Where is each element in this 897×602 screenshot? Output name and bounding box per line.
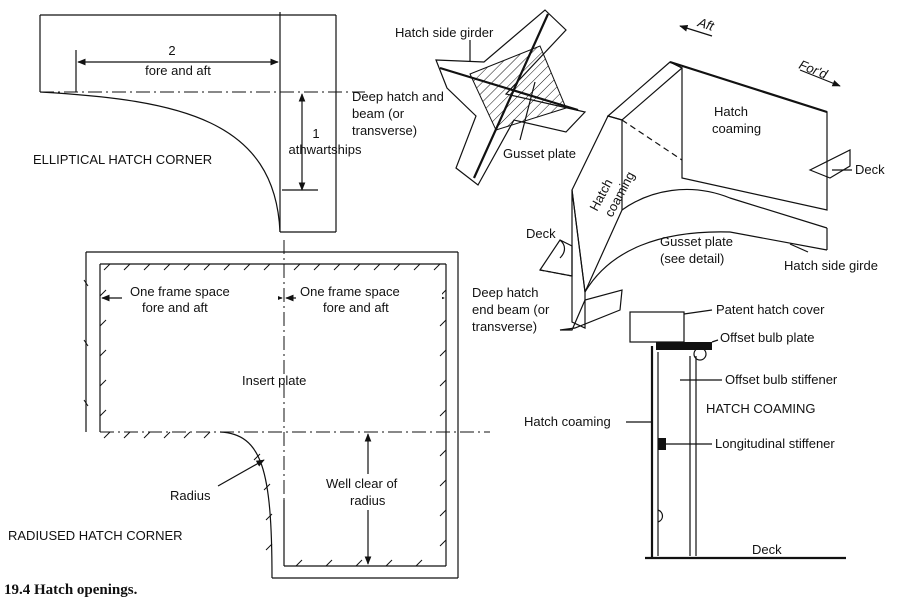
clear-line1: Well clear of: [326, 476, 398, 491]
gusset-label: Gusset plate: [503, 146, 576, 161]
radiused-title: RADIUSED HATCH CORNER: [8, 528, 183, 543]
dim-athwart-num: 1: [312, 126, 319, 141]
elliptical-plate-outline: [39, 12, 365, 233]
insert-plate-label: Insert plate: [242, 373, 306, 388]
beam-label-line2: beam (or: [352, 106, 405, 121]
gusset-plate-hatched: [469, 45, 567, 131]
well-clear-dimension: Well clear of radius: [322, 433, 414, 565]
radius-label: Radius: [170, 488, 211, 503]
coaming-label: Hatch coaming: [524, 414, 611, 429]
end-beam-line3: transverse): [472, 319, 537, 334]
fore-aft-dimension: 2 fore and aft: [75, 43, 279, 92]
left-space-line1: One frame space: [130, 284, 230, 299]
patent-hatch-cover: [629, 311, 685, 343]
aft-arrow: Aft: [679, 14, 717, 37]
side-girder-label: Hatch side girde: [784, 258, 878, 273]
elliptical-hatch-corner: 2 fore and aft 1 athwartships Deep hatch…: [33, 12, 444, 233]
radiused-hatch-ticks: [83, 263, 447, 567]
beam-label-line1: Deep hatch and: [352, 89, 444, 104]
frame-space-dimensions: One frame space fore and aft One frame s…: [101, 284, 445, 315]
athwart-dimension: 1 athwartships: [282, 93, 362, 191]
elliptical-title: ELLIPTICAL HATCH CORNER: [33, 152, 212, 167]
right-space-line2: fore and aft: [323, 300, 389, 315]
gusset-detail: Hatch side girder Gusset plate: [395, 9, 587, 186]
bulb-stiffener-label: Offset bulb stiffener: [725, 372, 838, 387]
right-space-line1: One frame space: [300, 284, 400, 299]
beam-label-line3: transverse): [352, 123, 417, 138]
coaming-top-line1: Hatch: [714, 104, 748, 119]
clear-line2: radius: [350, 493, 386, 508]
deck-left-label: Deck: [526, 226, 556, 241]
dim-athwart-text: athwartships: [289, 142, 362, 157]
gusset-iso-line2: (see detail): [660, 251, 724, 266]
ford-arrow: For'd: [797, 57, 841, 87]
end-beam-line2: end beam (or: [472, 302, 550, 317]
end-beam-line1: Deep hatch: [472, 285, 539, 300]
deck-right-label: Deck: [855, 162, 885, 177]
coaming-top-line2: coaming: [712, 121, 761, 136]
dim-fore-aft-text: fore and aft: [145, 63, 211, 78]
girder-label: Hatch side girder: [395, 25, 494, 40]
hatch-coaming-section: Patent hatch cover Offset bulb plate Off…: [524, 302, 846, 560]
aft-label: Aft: [695, 14, 717, 34]
left-space-line2: fore and aft: [142, 300, 208, 315]
coaming-section-title: HATCH COAMING: [706, 401, 816, 416]
bulb-plate-label: Offset bulb plate: [720, 330, 814, 345]
gusset-iso-line1: Gusset plate: [660, 234, 733, 249]
cover-label: Patent hatch cover: [716, 302, 825, 317]
deck-section-label: Deck: [752, 542, 782, 557]
ford-label: For'd: [797, 57, 830, 82]
isometric-hatch-view: Aft For'd Hatch coaming Hatch coaming De…: [472, 14, 885, 334]
long-stiffener-label: Longitudinal stiffener: [715, 436, 835, 451]
dim-fore-aft-num: 2: [168, 43, 175, 58]
figure-caption: 19.4 Hatch openings.: [4, 582, 138, 598]
radiused-outline: [85, 240, 490, 579]
radiused-hatch-corner: One frame space fore and aft One frame s…: [8, 240, 490, 579]
